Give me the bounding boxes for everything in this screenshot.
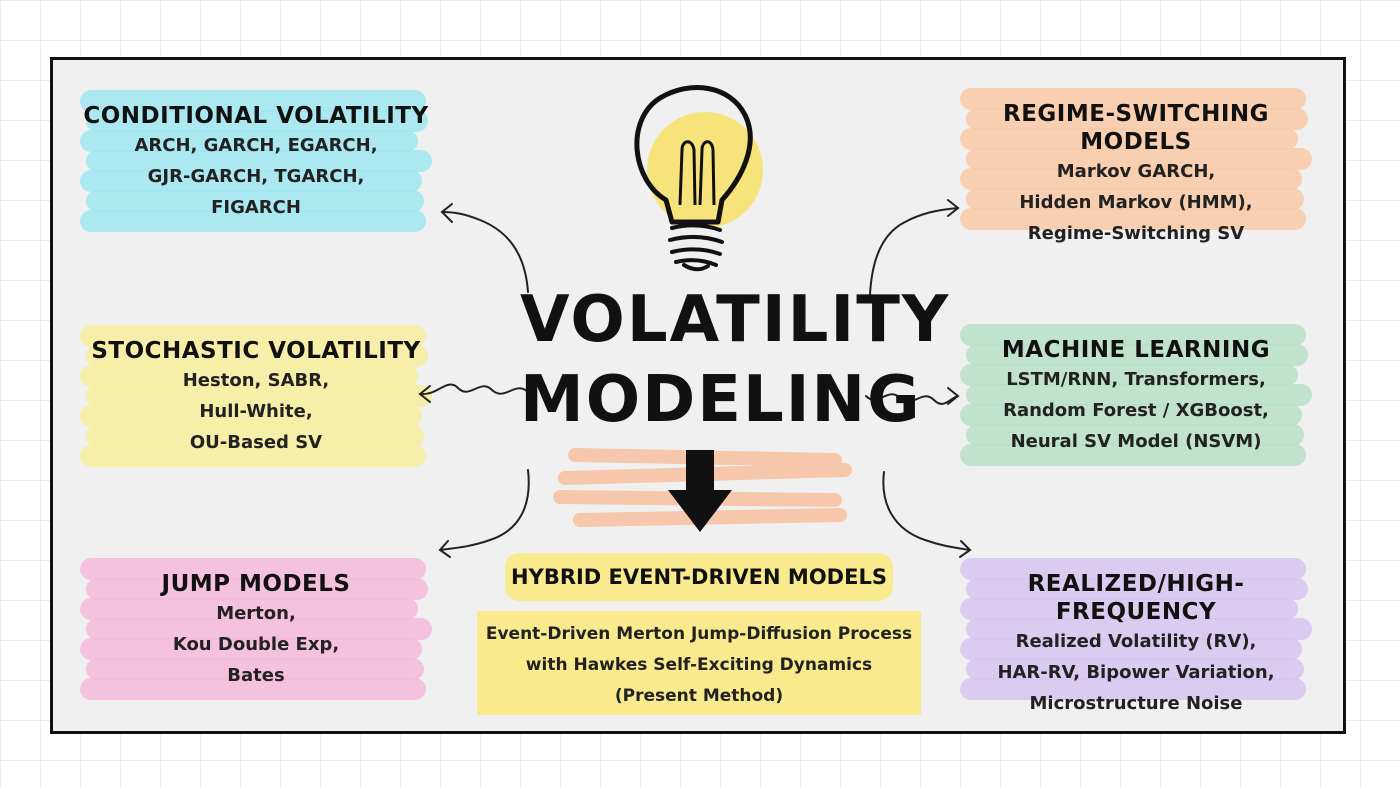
highlight-stripe <box>80 638 422 660</box>
card-line: Kou Double Exp, <box>172 634 340 655</box>
highlight-stripe <box>80 90 426 112</box>
card-line: Bates <box>227 665 285 686</box>
hybrid-line: with Hawkes Self-Exciting Dynamics <box>525 655 873 675</box>
highlight-stripe <box>86 150 432 172</box>
card-stochastic-volatility: STOCHASTIC VOLATILITY Heston, SABR, Hull… <box>80 323 432 473</box>
arrow-to-regime <box>869 207 959 296</box>
highlight-stripe <box>80 598 418 620</box>
arrow-to-conditional <box>441 211 529 293</box>
arrowhead-jump <box>438 540 451 558</box>
highlight-stripe <box>960 638 1302 660</box>
highlight-stripe <box>966 108 1308 130</box>
highlight-stripe <box>960 324 1306 346</box>
highlight-stripe <box>86 618 432 640</box>
card-machine-learning: MACHINE LEARNING LSTM/RNN, Transformers,… <box>960 322 1312 472</box>
highlight-stripe <box>960 404 1302 426</box>
highlight-stripe <box>86 190 424 212</box>
highlight-stripe <box>960 364 1298 386</box>
card-line: HAR-RV, Bipower Variation, <box>997 662 1275 683</box>
card-line: Random Forest / XGBoost, <box>1003 400 1269 421</box>
highlight-stripe <box>80 678 426 700</box>
down-arrow-icon <box>668 450 732 532</box>
card-title: REGIME-SWITCHING MODELS <box>1003 101 1269 155</box>
card-title: JUMP MODELS <box>161 571 351 597</box>
highlight-stripe <box>86 425 424 447</box>
main-title: VOLATILITY MODELING <box>520 280 951 440</box>
highlight-stripe <box>966 658 1304 680</box>
card-line: FIGARCH <box>211 197 301 218</box>
highlight-stripe <box>960 598 1298 620</box>
arrowhead-stochastic <box>418 385 431 403</box>
card-line: Hidden Markov (HMM), <box>1019 192 1253 213</box>
highlight-stripe <box>80 445 426 467</box>
highlight-stripe <box>960 128 1298 150</box>
highlight-stripe <box>80 325 426 347</box>
highlight-stripe <box>966 188 1304 210</box>
highlight-stripe <box>86 345 428 367</box>
highlight-stripe <box>966 424 1304 446</box>
highlight-stripe <box>80 558 426 580</box>
card-line: Merton, <box>216 603 296 624</box>
hybrid-line: Event-Driven Merton Jump-Diffusion Proce… <box>485 624 913 644</box>
hybrid-description: Event-Driven Merton Jump-Diffusion Proce… <box>477 611 921 715</box>
card-line: Microstructure Noise <box>1029 693 1243 714</box>
card-line: GJR-GARCH, TGARCH, <box>147 166 365 187</box>
card-line: Neural SV Model (NSVM) <box>1010 431 1262 452</box>
highlight-stripe <box>80 130 418 152</box>
hybrid-title: HYBRID EVENT-DRIVEN MODELS <box>505 553 893 601</box>
card-line: LSTM/RNN, Transformers, <box>1006 369 1266 390</box>
highlight-stripe <box>966 344 1308 366</box>
arrow-to-jump <box>439 469 530 551</box>
card-title: STOCHASTIC VOLATILITY <box>91 338 421 364</box>
arrowhead-conditional <box>440 203 453 223</box>
highlight-stripe <box>960 168 1302 190</box>
arrow-to-ml <box>865 393 959 405</box>
card-conditional-volatility: CONDITIONAL VOLATILITY ARCH, GARCH, EGAR… <box>80 88 432 238</box>
highlight-stripe <box>86 658 424 680</box>
highlight-stripe <box>960 208 1306 230</box>
highlight-stripe <box>86 110 428 132</box>
arrow-to-stochastic <box>419 383 529 396</box>
main-title-line: MODELING <box>520 363 922 437</box>
card-line: Regime-Switching SV <box>1027 223 1245 244</box>
arrowhead-realized <box>959 540 972 558</box>
highlight-stripe <box>80 210 426 232</box>
highlight-stripe <box>960 558 1306 580</box>
main-title-line: VOLATILITY <box>520 283 951 357</box>
card-regime-switching: REGIME-SWITCHING MODELS Markov GARCH, Hi… <box>960 86 1312 244</box>
arrowhead-regime <box>947 199 960 217</box>
highlight-stripe <box>86 578 428 600</box>
arrow-to-realized <box>882 471 971 551</box>
card-line: ARCH, GARCH, EGARCH, <box>134 135 378 156</box>
highlight-stripe <box>80 365 418 387</box>
card-line: OU-Based SV <box>189 432 323 453</box>
hybrid-line: (Present Method) <box>614 686 784 706</box>
card-title: MACHINE LEARNING <box>1001 337 1271 363</box>
card-title: CONDITIONAL VOLATILITY <box>83 103 429 129</box>
card-line: Realized Volatility (RV), <box>1015 631 1257 652</box>
highlight-stripe <box>960 678 1306 700</box>
highlight-stripe <box>966 148 1312 170</box>
highlight-stripe <box>80 170 422 192</box>
lightbulb-icon <box>634 85 763 272</box>
highlight-stripe <box>960 88 1306 110</box>
card-line: Hull-White, <box>199 401 313 422</box>
highlight-stripe <box>86 385 432 407</box>
highlight-stripe <box>80 405 422 427</box>
card-realized-high-frequency: REALIZED/HIGH-FREQUENCY Realized Volatil… <box>960 556 1312 714</box>
highlight-stripe <box>966 618 1312 640</box>
arrowhead-ml <box>947 387 960 405</box>
highlight-stripe <box>960 444 1306 466</box>
card-line: Heston, SABR, <box>182 370 330 391</box>
card-line: Markov GARCH, <box>1056 161 1216 182</box>
card-jump-models: JUMP MODELS Merton, Kou Double Exp, Bate… <box>80 556 432 706</box>
highlight-stripe <box>966 384 1312 406</box>
card-title: REALIZED/HIGH-FREQUENCY <box>1027 571 1245 625</box>
highlight-stripe <box>966 578 1308 600</box>
